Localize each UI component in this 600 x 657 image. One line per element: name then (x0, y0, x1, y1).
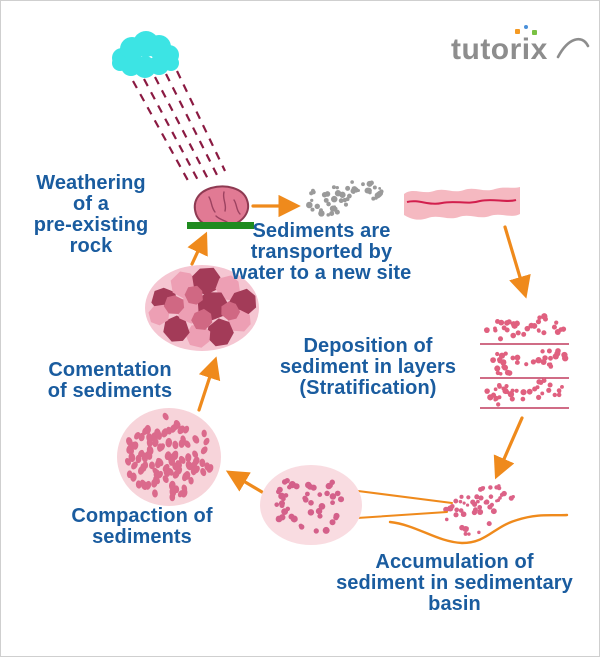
label-transport: Sediments are transported by water to a … (231, 220, 412, 284)
arrow-river-to-strata (503, 225, 531, 299)
stratification-layers-icon (480, 313, 569, 409)
basin-sediment-dots-icon (443, 484, 515, 536)
logo-accent-orange-icon (515, 29, 520, 34)
tutorix-logo: tutorix (451, 25, 599, 71)
label-deposition: Deposition of sediment in layers (Strati… (279, 335, 457, 399)
transported-sediment-dots-icon (306, 180, 384, 217)
arrow-strata-to-basin (493, 416, 524, 480)
logo-swoosh-icon (556, 37, 590, 59)
logo-accent-green-icon (532, 30, 537, 35)
river-water-band-icon (404, 187, 520, 220)
sedimentary-basin-curve-icon (388, 513, 569, 545)
label-comentation: Comentation of sediments (47, 359, 173, 402)
cementation-circle-icon (145, 265, 259, 351)
arrow-magnified-to-compaction (225, 470, 264, 494)
magnified-sediment-circle-icon (260, 465, 362, 545)
logo-accent-blue-icon (524, 25, 528, 29)
magnifier-leader-lines (356, 490, 453, 519)
arrow-cementation-to-rock (187, 231, 208, 266)
compaction-circle-icon (117, 408, 221, 506)
rain-lines-icon (132, 70, 226, 187)
label-compaction: Compaction of sediments (71, 505, 213, 548)
tutorix-logo-text: tutorix (451, 33, 548, 66)
arrow-compaction-to-cementation (197, 356, 221, 412)
label-weathering: Weathering of a pre-existing rock (33, 172, 149, 257)
label-accumulation: Accumulation of sediment in sedimentary … (336, 551, 573, 615)
ground-line (187, 222, 254, 229)
rain-cloud-icon (112, 31, 179, 78)
